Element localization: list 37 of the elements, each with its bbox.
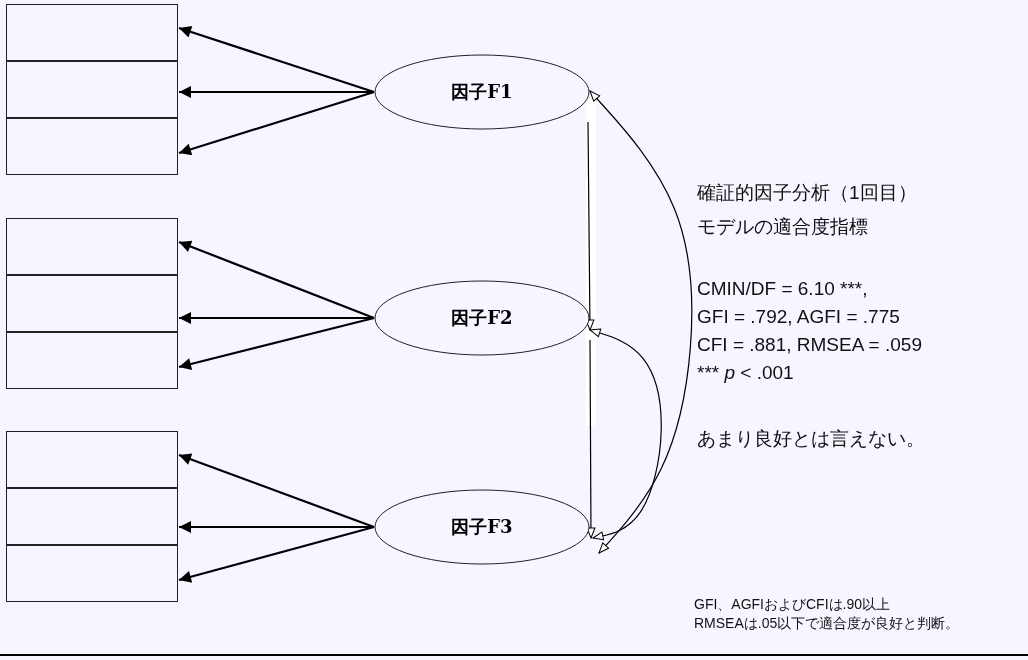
variable-box [6,545,178,602]
variable-box [6,118,178,175]
variable-box [6,61,178,118]
fit-index-text: *** p < .001 [697,362,794,384]
variable-box [6,275,178,332]
variable-box [6,332,178,389]
variable-box [6,431,178,488]
factor-label: 因子F3 [450,515,514,539]
heading-text: 確証的因子分析（1回目） [697,181,917,205]
arrow [178,453,375,529]
factor-ellipse [374,280,590,356]
arrow [179,521,374,533]
covariance-arrow [586,339,596,539]
variable-box [6,488,178,545]
arrow [178,316,375,370]
variable-box [6,218,178,275]
heading-text: モデルの適合度指標 [697,215,868,239]
fit-index-text: CFI = .881, RMSEA = .059 [697,334,922,356]
arrow [178,240,375,320]
footnote-text: RMSEAは.05以下で適合度が良好と判断。 [694,615,960,633]
arrow [178,26,375,94]
arrow [179,86,374,98]
variable-box [6,4,178,61]
fit-index-text: GFI = .792, AGFI = .775 [697,306,900,328]
arrow [178,525,375,583]
factor-label: 因子F2 [450,306,514,330]
footnote-text: GFI、AGFIおよびCFIは.90以上 [694,596,890,614]
factor-ellipse [374,489,590,565]
covariance-arrow [589,90,693,554]
factor-label: 因子F1 [450,80,514,104]
arrow [179,312,374,324]
fit-index-text: あまり良好とは言えない。 [697,427,925,451]
fit-index-text: CMIN/DF = 6.10 ***, [697,278,868,300]
covariance-arrow [585,121,595,331]
arrow [178,90,375,156]
covariance-arrow [589,328,662,541]
factor-ellipse [374,54,590,130]
